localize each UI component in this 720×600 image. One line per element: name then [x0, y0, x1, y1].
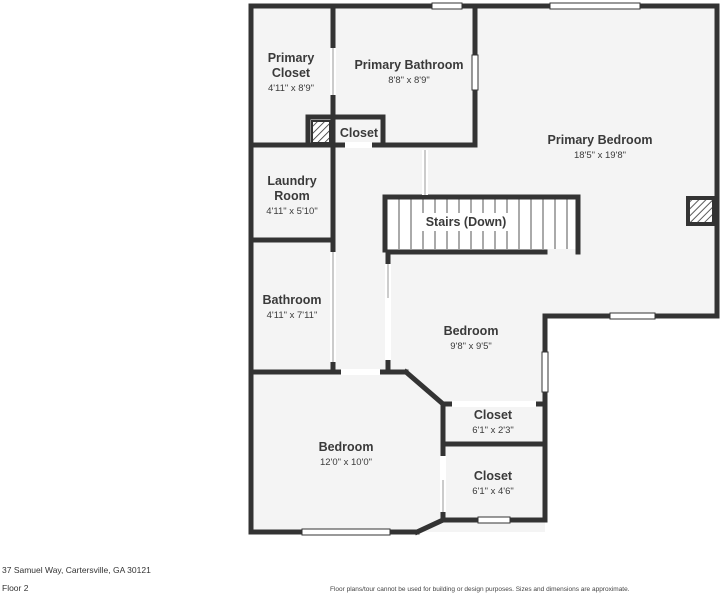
svg-text:4'11" x 5'10": 4'11" x 5'10"	[266, 206, 317, 217]
hatched-chase	[686, 196, 716, 226]
room-label-primary-bathroom: Primary Bathroom 8'8" x 8'9"	[354, 58, 463, 86]
svg-text:9'8" x 9'5": 9'8" x 9'5"	[450, 341, 492, 352]
svg-text:Primary Bedroom: Primary Bedroom	[548, 133, 653, 147]
room-label-bathroom: Bathroom 4'11" x 7'11"	[262, 293, 321, 321]
room-label-laundry-room: Laundry Room 4'11" x 5'10"	[266, 174, 317, 217]
svg-text:18'5" x 19'8": 18'5" x 19'8"	[574, 150, 626, 161]
svg-text:Primary: Primary	[268, 51, 315, 65]
svg-text:12'0" x 10'0": 12'0" x 10'0"	[320, 457, 372, 468]
svg-text:Closet: Closet	[474, 469, 513, 483]
disclaimer-text: Floor plans/tour cannot be used for buil…	[330, 586, 630, 593]
svg-text:Stairs (Down): Stairs (Down)	[426, 215, 507, 229]
windows	[301, 2, 656, 536]
svg-text:Closet: Closet	[272, 66, 311, 80]
svg-text:Primary Bathroom: Primary Bathroom	[354, 58, 463, 72]
door-jambs	[332, 48, 444, 512]
svg-text:Bedroom: Bedroom	[319, 440, 374, 454]
svg-text:8'8" x 8'9": 8'8" x 8'9"	[388, 75, 430, 86]
floor-label: Floor 2	[2, 583, 29, 593]
room-label-closet-b: Closet 6'1" x 4'6"	[472, 469, 514, 497]
svg-text:Laundry: Laundry	[267, 174, 316, 188]
svg-text:Closet: Closet	[340, 126, 379, 140]
svg-text:Bedroom: Bedroom	[444, 324, 499, 338]
floor-plan: Primary Closet 4'11" x 8'9" Primary Bath…	[248, 2, 720, 536]
room-label-closet-a: Closet 6'1" x 2'3"	[472, 408, 514, 436]
room-label-bedroom-mid: Bedroom 9'8" x 9'5"	[444, 324, 499, 352]
floor-area	[251, 6, 717, 532]
room-label-primary-bedroom: Primary Bedroom 18'5" x 19'8"	[548, 133, 653, 161]
room-label-stairs: Stairs (Down)	[420, 213, 512, 231]
svg-text:Closet: Closet	[474, 408, 513, 422]
hatched-chase	[311, 120, 331, 144]
svg-text:Room: Room	[274, 189, 309, 203]
svg-text:Bathroom: Bathroom	[262, 293, 321, 307]
property-address: 37 Samuel Way, Cartersville, GA 30121	[2, 565, 151, 575]
room-label-bedroom-large: Bedroom 12'0" x 10'0"	[319, 440, 374, 468]
svg-text:4'11" x 8'9": 4'11" x 8'9"	[268, 83, 314, 94]
svg-text:6'1" x 2'3": 6'1" x 2'3"	[472, 425, 514, 436]
room-label-primary-closet: Primary Closet 4'11" x 8'9"	[268, 51, 315, 94]
svg-text:4'11" x 7'11": 4'11" x 7'11"	[267, 310, 318, 321]
room-label-closet-small: Closet	[340, 126, 379, 140]
svg-text:6'1" x 4'6": 6'1" x 4'6"	[472, 486, 514, 497]
